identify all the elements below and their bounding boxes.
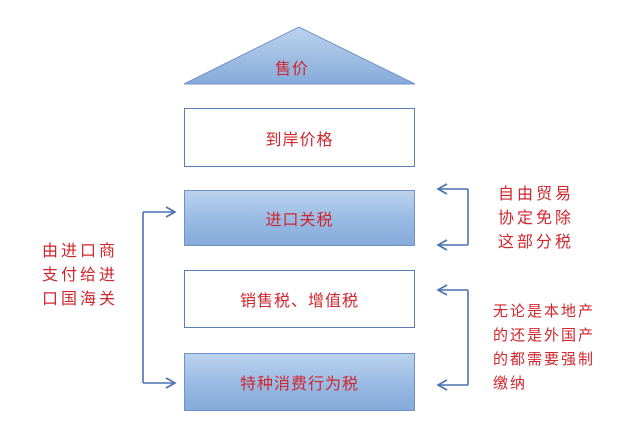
box-cif-price-label: 到岸价格: [265, 129, 334, 149]
note-right-top-line: 协定免除: [498, 208, 575, 227]
box-import-duty: 进口关税: [184, 190, 415, 246]
box-special-consumption-tax: 特种消费行为税: [184, 353, 415, 411]
note-left-line: 支付给进: [42, 265, 119, 284]
box-cif-price: 到岸价格: [184, 108, 415, 167]
box-special-consumption-tax-label: 特种消费行为税: [239, 374, 359, 393]
box-import-duty-label: 进口关税: [265, 210, 334, 229]
roof-triangle: [183, 26, 416, 85]
note-left: 由进口商 支付给进 口国海关: [42, 239, 118, 311]
note-right-bottom-line: 的都需要强制: [493, 350, 596, 368]
note-right-bottom: 无论是本地产 的还是外国产 的都需要强制 缴纳: [493, 299, 595, 395]
box-sales-vat-label: 销售税、增值税: [239, 291, 359, 310]
box-sales-vat: 销售税、增值税: [184, 270, 415, 328]
note-right-top-line: 这部分税: [498, 232, 575, 251]
note-right-top-line: 自由贸易: [498, 184, 575, 203]
note-right-bottom-line: 缴纳: [493, 374, 528, 392]
note-right-bottom-line: 无论是本地产: [493, 302, 596, 320]
note-left-line: 口国海关: [42, 289, 119, 308]
note-right-bottom-line: 的还是外国产: [493, 326, 596, 344]
roof-label: 售价: [274, 59, 309, 78]
note-right-top: 自由贸易 协定免除 这部分税: [498, 182, 574, 254]
note-left-line: 由进口商: [42, 241, 119, 260]
